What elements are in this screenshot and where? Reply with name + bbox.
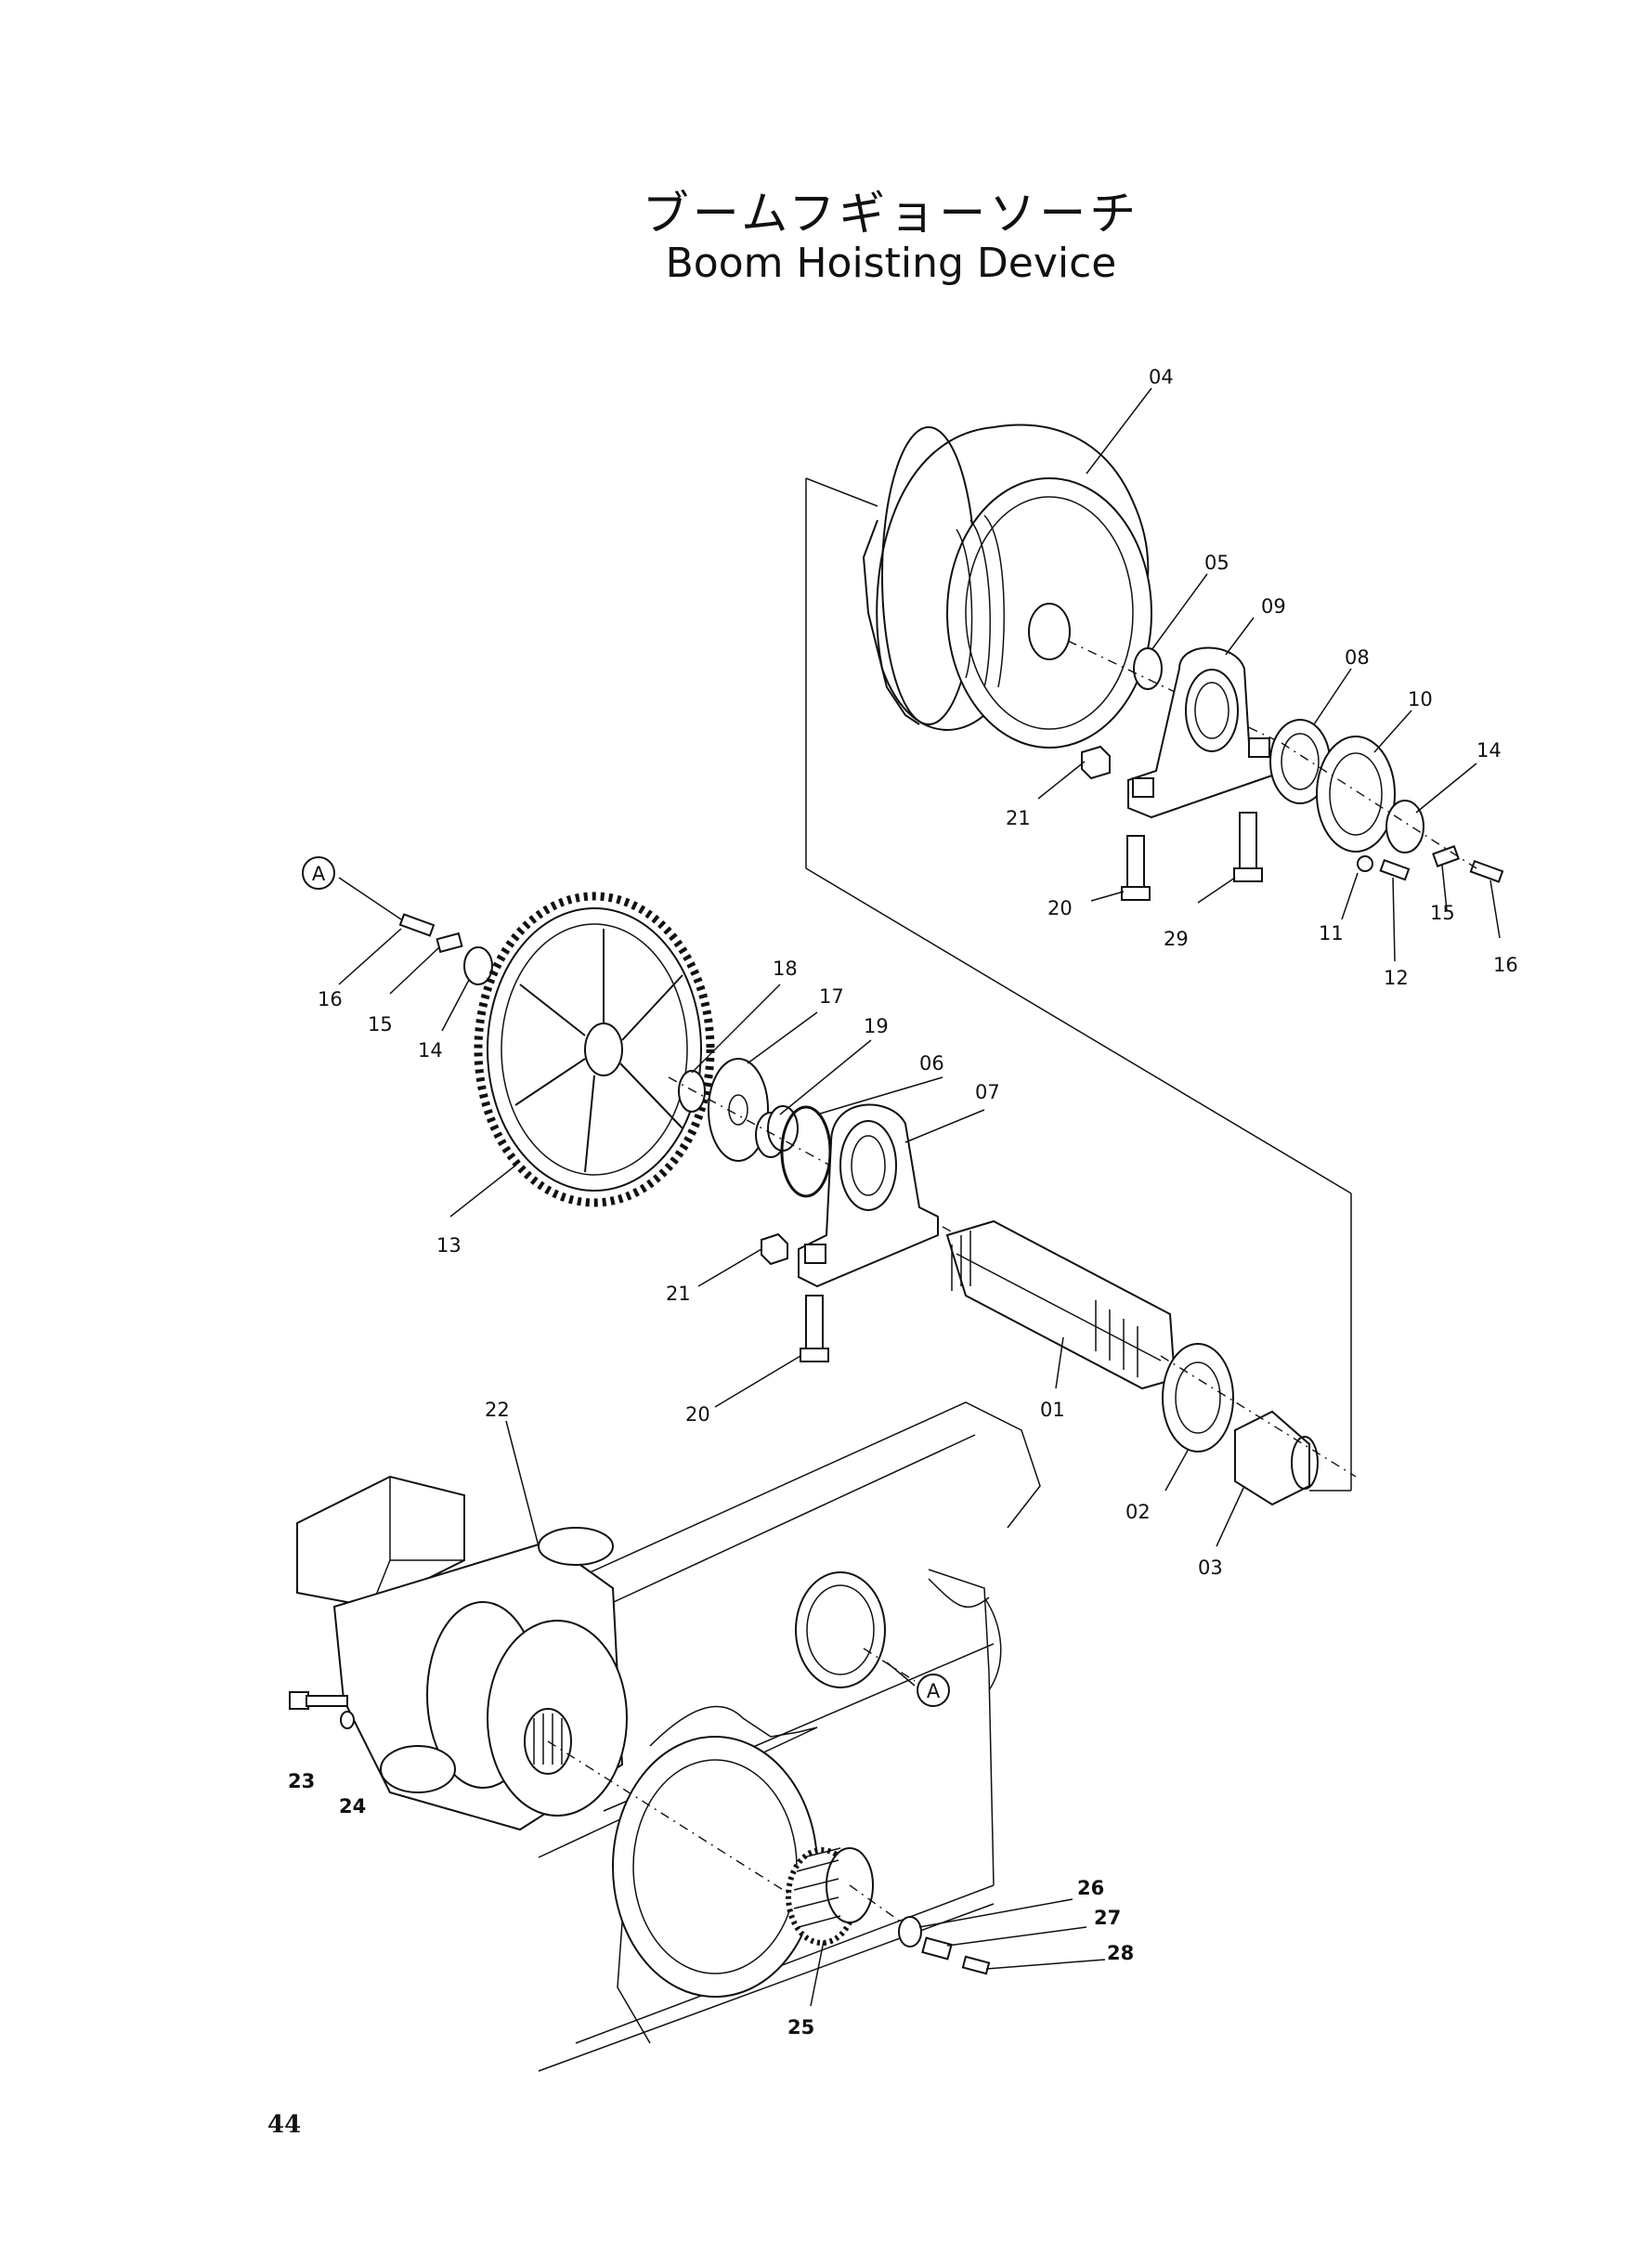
title-japanese: ブームフギョーソーチ — [642, 187, 1140, 241]
ring-plate-near-A — [795, 1571, 886, 1688]
svg-text:A: A — [927, 1680, 941, 1702]
label-22: 22 — [485, 1399, 510, 1421]
label-15-left: 15 — [368, 1013, 393, 1036]
bearing-part-02 — [1162, 1343, 1234, 1453]
label-05: 05 — [1204, 552, 1229, 574]
nut-part-21-top — [1081, 745, 1111, 780]
label-23: 23 — [288, 1770, 315, 1792]
sleeve-part-03 — [1234, 1410, 1319, 1506]
washer-part-14-left — [463, 946, 493, 985]
left-fastener-group — [398, 913, 493, 985]
bolt-part-29 — [1233, 812, 1263, 882]
part-labels: 04 05 09 08 10 14 21 20 29 11 12 15 16 1… — [288, 366, 1518, 2039]
nut-part-21-mid — [761, 1232, 788, 1266]
label-07: 07 — [975, 1081, 1000, 1103]
label-01: 01 — [1040, 1399, 1065, 1421]
label-04: 04 — [1149, 366, 1174, 388]
bearing-housing-part-09 — [1127, 646, 1273, 819]
cover-plate-part-10 — [1316, 736, 1396, 853]
label-14-left: 14 — [418, 1039, 443, 1062]
label-19: 19 — [864, 1015, 889, 1037]
lock-plate-part-27 — [921, 1936, 953, 1961]
label-24: 24 — [339, 1795, 366, 1818]
lock-plate-part-15-top — [1432, 845, 1460, 867]
label-13: 13 — [436, 1234, 462, 1257]
title-english: Boom Hoisting Device — [665, 240, 1117, 287]
ring-part-18 — [678, 1070, 706, 1113]
label-25: 25 — [787, 2016, 814, 2039]
washer-part-14-top — [1385, 800, 1424, 853]
label-11: 11 — [1319, 922, 1344, 945]
bolt-part-20-top — [1121, 835, 1151, 901]
drum-part-04 — [862, 423, 1152, 749]
label-28: 28 — [1107, 1942, 1134, 1964]
bearing-housing-part-07 — [798, 1103, 939, 1288]
label-21-top: 21 — [1006, 807, 1031, 829]
ref-a-bottom: A — [917, 1674, 950, 1707]
bolt-part-12 — [1379, 858, 1411, 881]
label-29: 29 — [1164, 928, 1189, 950]
label-16-left: 16 — [318, 988, 343, 1010]
label-12: 12 — [1384, 967, 1409, 989]
bolt-part-23 — [289, 1691, 348, 1710]
label-15-top: 15 — [1430, 902, 1455, 924]
label-20-top: 20 — [1047, 897, 1073, 919]
label-17: 17 — [819, 985, 844, 1008]
label-10: 10 — [1408, 688, 1433, 710]
plate-part-17 — [708, 1058, 769, 1162]
shaft-part-01 — [945, 1219, 1177, 1390]
label-02: 02 — [1125, 1501, 1151, 1523]
hydraulic-motor-part-22 — [296, 1475, 628, 1831]
label-20-mid: 20 — [685, 1403, 710, 1426]
mounting-flange — [612, 1736, 818, 1998]
page-number: 44 — [267, 2111, 302, 2139]
bolt-part-20-mid — [800, 1295, 829, 1362]
svg-text:A: A — [312, 863, 326, 885]
label-14-top: 14 — [1476, 739, 1502, 762]
ref-a-left: A — [302, 856, 335, 890]
ring-part-05 — [1133, 647, 1163, 690]
label-09: 09 — [1261, 595, 1286, 618]
washer-part-11 — [1357, 855, 1373, 872]
bolt-part-28 — [961, 1955, 991, 1975]
label-26: 26 — [1077, 1877, 1104, 1899]
gear-part-13 — [474, 892, 715, 1207]
label-16-top: 16 — [1493, 954, 1518, 976]
label-06: 06 — [919, 1052, 944, 1075]
reference-panel — [805, 477, 1352, 1492]
pinion-gear-part-25 — [786, 1847, 874, 1946]
label-21-mid: 21 — [666, 1283, 691, 1305]
label-03: 03 — [1198, 1557, 1223, 1579]
label-27: 27 — [1094, 1907, 1121, 1929]
leader-lines — [338, 387, 1501, 2007]
washer-part-26 — [898, 1916, 922, 1948]
bearing-part-08 — [1269, 719, 1331, 804]
lock-plate-part-15-left — [436, 932, 463, 954]
bolt-part-16-top — [1469, 859, 1504, 883]
label-18: 18 — [773, 958, 798, 980]
bolt-part-16-left — [398, 913, 436, 937]
washer-part-24 — [340, 1711, 355, 1729]
label-08: 08 — [1345, 646, 1370, 669]
